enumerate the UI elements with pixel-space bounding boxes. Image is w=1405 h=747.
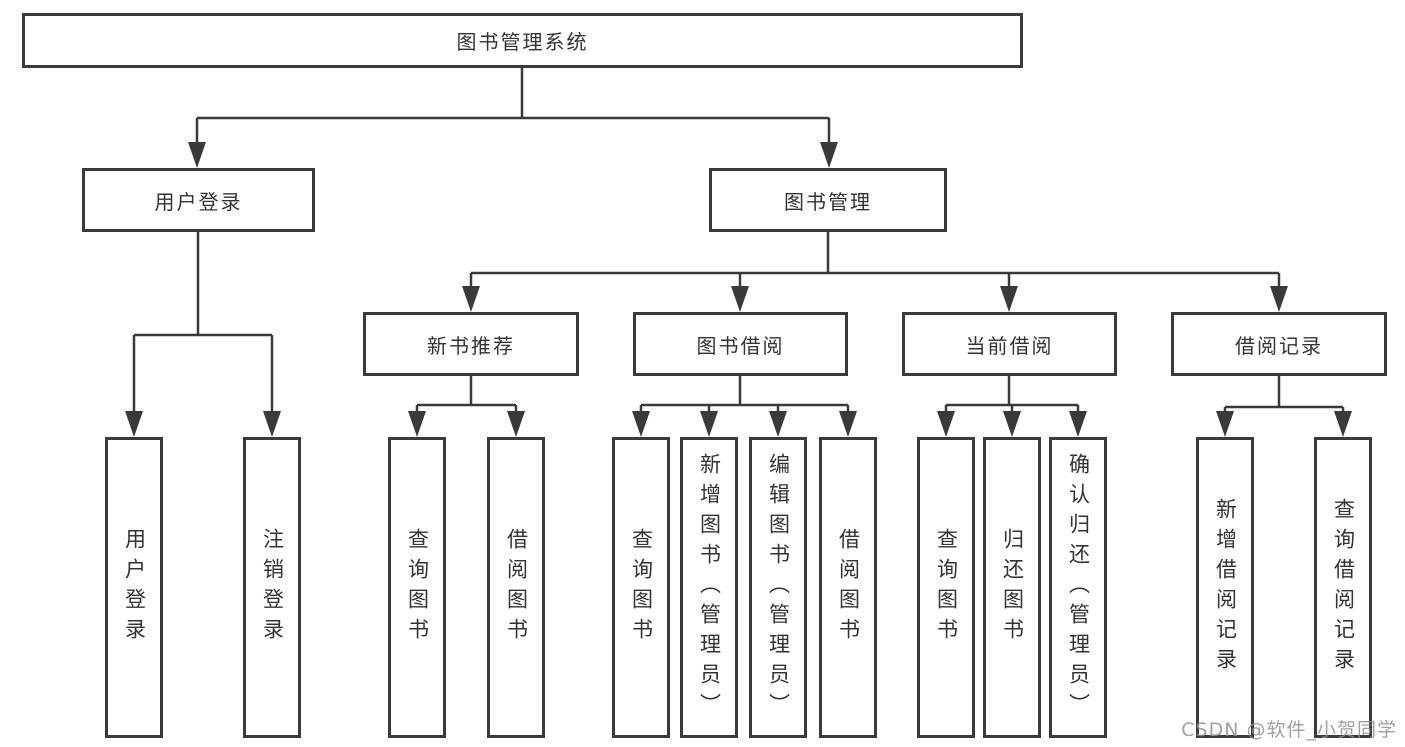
node-label: 查询图书	[934, 527, 959, 648]
node-label: 用户登录	[154, 189, 243, 214]
node-label: 图书管理系统	[456, 30, 589, 54]
node-label: 查询图书	[405, 527, 430, 648]
node-label: 查询借阅记录	[1331, 497, 1356, 678]
leaf-logout: 注销登录	[243, 437, 301, 738]
node-label: 借阅记录	[1235, 333, 1323, 358]
node-borrow-records: 借阅记录	[1171, 312, 1387, 376]
leaf-add-borrow-record: 新增借阅记录	[1196, 437, 1254, 738]
node-label: 归还图书	[1000, 527, 1025, 648]
node-label: 当前借阅	[965, 333, 1054, 358]
leaf-user-login: 用户登录	[105, 437, 163, 738]
leaf-add-books-admin: 新增图书（管理员）	[680, 437, 738, 738]
node-label: 新增图书（管理员）	[697, 452, 722, 723]
leaf-edit-books-admin: 编辑图书（管理员）	[749, 437, 807, 738]
node-new-book-recommend: 新书推荐	[363, 312, 579, 376]
node-label: 编辑图书（管理员）	[766, 452, 791, 723]
node-label: 查询图书	[629, 527, 654, 648]
node-current-borrowing: 当前借阅	[902, 312, 1117, 376]
node-label: 新增借阅记录	[1213, 497, 1238, 678]
node-label: 用户登录	[122, 527, 147, 648]
node-root-system: 图书管理系统	[22, 13, 1023, 68]
node-label: 新书推荐	[427, 333, 515, 358]
node-user-login: 用户登录	[82, 168, 315, 232]
node-book-borrowing: 图书借阅	[633, 312, 848, 376]
node-label: 确认归还（管理员）	[1066, 452, 1091, 723]
node-label: 图书管理	[784, 189, 872, 214]
leaf-borrow-books: 借阅图书	[819, 437, 877, 738]
node-book-management: 图书管理	[709, 168, 947, 232]
node-label: 图书借阅	[696, 333, 785, 358]
leaf-return-books: 归还图书	[983, 437, 1041, 738]
leaf-confirm-return-admin: 确认归还（管理员）	[1049, 437, 1107, 738]
leaf-query-borrow-record: 查询借阅记录	[1314, 437, 1372, 738]
node-label: 借阅图书	[504, 527, 529, 648]
node-label: 借阅图书	[836, 527, 861, 648]
node-label: 注销登录	[260, 527, 285, 648]
leaf-query-books-recommend: 查询图书	[388, 437, 446, 738]
leaf-query-books-borrowing: 查询图书	[612, 437, 670, 738]
leaf-borrow-books-recommend: 借阅图书	[487, 437, 545, 738]
csdn-watermark: CSDN @软件_小贺同学	[1181, 719, 1397, 741]
leaf-query-books-current: 查询图书	[917, 437, 975, 738]
